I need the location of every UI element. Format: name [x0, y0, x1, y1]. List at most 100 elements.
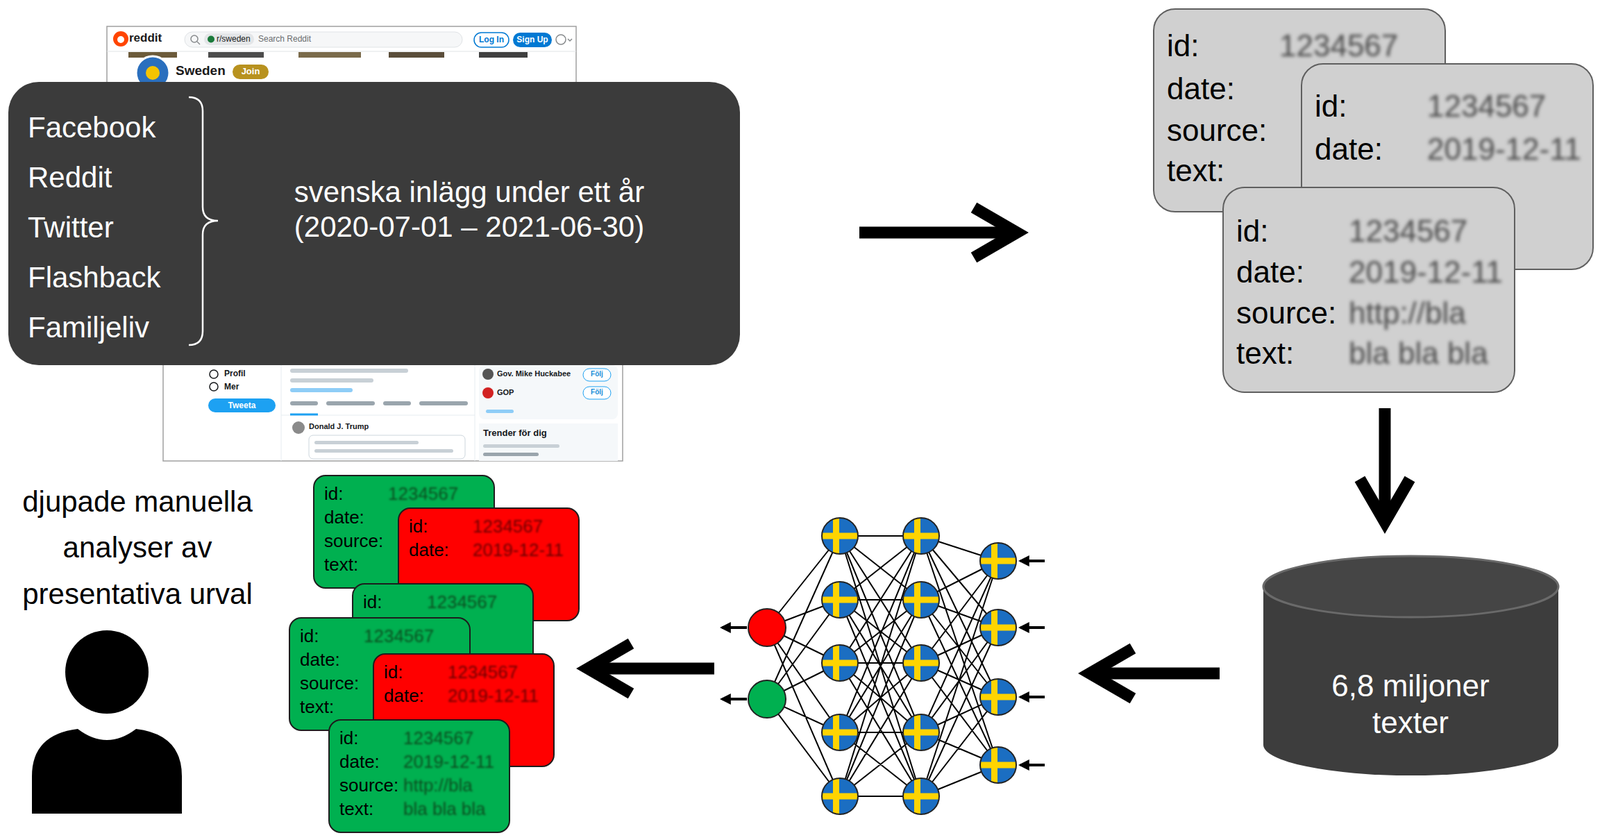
- field-value: 1234567: [472, 515, 543, 538]
- profile-tab: [383, 401, 411, 406]
- field-value: 1234567: [388, 483, 459, 505]
- screenshot-text: Profil: [224, 368, 246, 379]
- screenshot-text: Sweden: [175, 63, 226, 80]
- arrow-shaft: [1379, 408, 1392, 521]
- field-value: 1234567: [1348, 213, 1468, 250]
- flag-neuron: [821, 517, 859, 555]
- field-label: text:: [339, 798, 374, 820]
- field-label: date:: [1314, 131, 1383, 168]
- input-arrow: [1020, 695, 1045, 699]
- field-label: text:: [1166, 152, 1225, 190]
- field-value: http://bla: [1348, 295, 1467, 332]
- show-more-link: [485, 409, 514, 414]
- field-label: id:: [339, 727, 359, 749]
- screenshot-text: Följ: [583, 388, 611, 397]
- field-value: 1234567: [403, 727, 474, 749]
- trend-line: [483, 452, 539, 457]
- tweet-button: [208, 398, 276, 413]
- database-label: 6,8 miljoner texter: [1306, 667, 1515, 742]
- reddit-logo-face: [117, 36, 125, 44]
- arrow-shaft: [589, 662, 715, 675]
- banner-image: [478, 52, 528, 58]
- input-arrow: [1020, 763, 1045, 767]
- field-label: id:: [299, 625, 319, 647]
- field-label: date:: [339, 751, 380, 773]
- neural-network: [721, 517, 1045, 815]
- field-value: 2019-12-11: [472, 539, 564, 561]
- screenshot-text: Search Reddit: [258, 34, 311, 44]
- flow-arrow: [587, 643, 715, 694]
- flag-neuron: [902, 777, 940, 815]
- screenshot-text: GOP: [497, 388, 514, 398]
- output-arrow: [721, 626, 747, 629]
- field-value: 1234567: [1279, 27, 1399, 65]
- screenshot-text: Mer: [224, 381, 239, 392]
- flag-neuron: [821, 713, 859, 752]
- field-label: date:: [299, 649, 341, 671]
- trend-line: [483, 444, 560, 448]
- cylinder-shape: [1263, 556, 1559, 776]
- platform-name: Reddit: [27, 160, 112, 196]
- field-label: text:: [1236, 335, 1294, 373]
- flag-neuron: [821, 644, 859, 682]
- input-arrow: [1020, 626, 1045, 629]
- search-icon: [197, 41, 200, 45]
- database-cylinder: 6,8 miljoner texter: [1263, 556, 1559, 776]
- field-value: 2019-12-11: [1427, 131, 1582, 168]
- screenshot-text: reddit: [129, 31, 162, 46]
- field-value: bla bla bla: [403, 798, 486, 820]
- flow-arrow: [1089, 648, 1220, 699]
- banner-image: [208, 52, 264, 58]
- field-value: 1234567: [447, 661, 518, 684]
- flag-neuron: [902, 713, 940, 752]
- search-bar: [184, 31, 463, 48]
- field-value: 1234567: [363, 625, 434, 647]
- cylinder-top: [1263, 556, 1559, 618]
- platform-name: Twitter: [27, 210, 114, 246]
- output-neuron: [748, 680, 786, 718]
- flag-neuron: [821, 580, 859, 619]
- reddit-logo: [113, 31, 129, 47]
- profile-info-line: [290, 388, 353, 393]
- search-icon: [190, 35, 198, 43]
- login-button: [474, 32, 509, 48]
- profile-info-line: [290, 378, 374, 383]
- field-label: id:: [383, 661, 403, 684]
- flag-neuron: [979, 542, 1017, 580]
- source-panel: FacebookRedditTwitterFlashbackFamiljeliv…: [8, 81, 740, 366]
- field-label: text:: [324, 553, 359, 576]
- flag-neuron: [902, 644, 940, 682]
- flag-neuron: [979, 678, 1017, 716]
- field-label: text:: [299, 696, 334, 718]
- profile-tab: [419, 401, 468, 406]
- field-label: id:: [1314, 88, 1347, 125]
- field-label: id:: [408, 515, 428, 538]
- screenshot-text: Log In: [474, 34, 509, 45]
- field-label: id:: [1236, 213, 1269, 250]
- field-value: 2019-12-11: [1348, 254, 1503, 291]
- trends-panel: [478, 423, 618, 461]
- arrow-head: [587, 643, 631, 694]
- banner-image: [388, 52, 445, 58]
- flow-arrow: [859, 207, 1017, 258]
- record-card: id:1234567date:2019-12-11source:http://b…: [328, 719, 511, 833]
- arrow-shaft: [1091, 667, 1220, 680]
- banner-image: [298, 52, 361, 58]
- field-label: source:: [324, 530, 384, 552]
- user-icon: [556, 34, 566, 45]
- field-label: source:: [1236, 295, 1337, 332]
- record-card: id:1234567date:2019-12-11source:http://b…: [1222, 186, 1516, 393]
- profile-info-line: [290, 368, 409, 373]
- account-avatar: [482, 368, 494, 380]
- field-label: date:: [383, 685, 425, 707]
- field-label: date:: [324, 506, 365, 529]
- field-value: 1234567: [426, 591, 498, 613]
- active-tab: [290, 413, 318, 416]
- flow-arrow: [1359, 408, 1410, 522]
- user-menu-chevron: [567, 38, 572, 41]
- analysis-caption: djupade manuella analyser av presentativ…: [12, 478, 263, 618]
- profile-icon: [209, 369, 218, 379]
- field-label: id:: [1166, 27, 1199, 65]
- field-value: 2019-12-11: [403, 751, 495, 773]
- platform-name: Familjeliv: [27, 310, 150, 345]
